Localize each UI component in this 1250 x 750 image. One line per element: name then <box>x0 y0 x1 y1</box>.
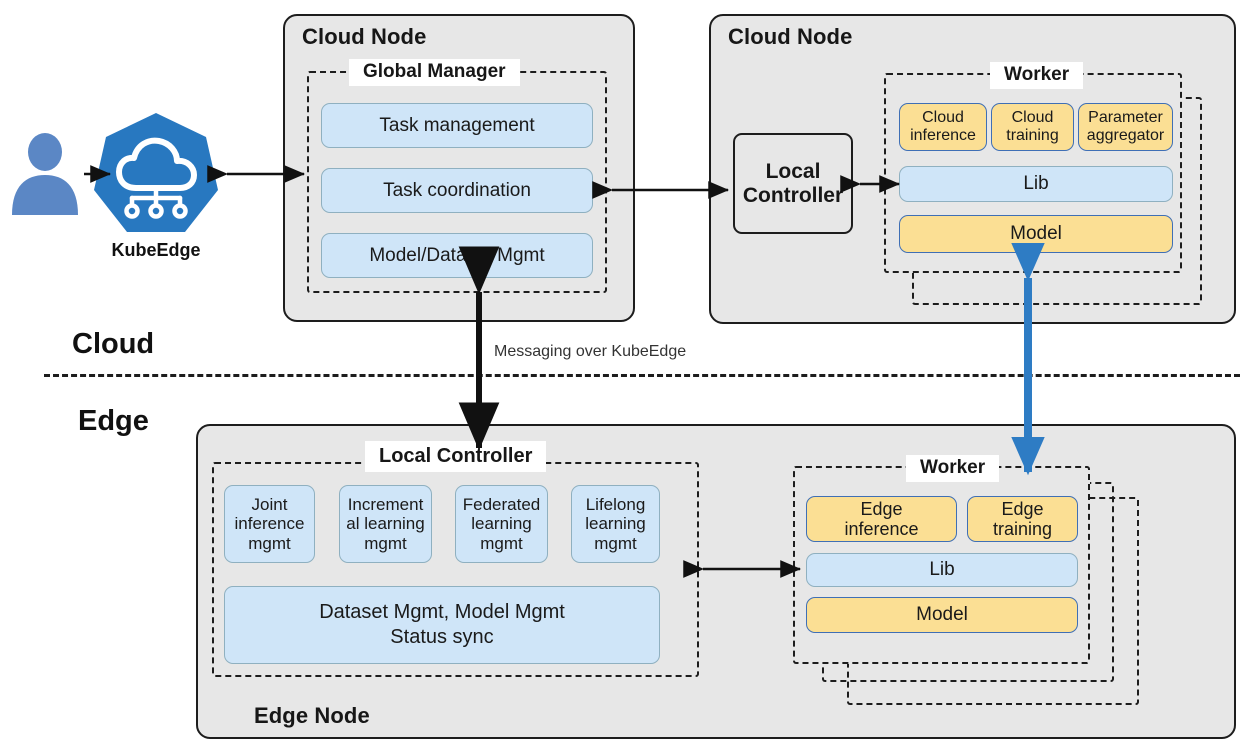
edge-node-title: Edge Node <box>254 703 370 728</box>
dataset-model-line1: Dataset Mgmt, Model Mgmt <box>319 601 565 623</box>
joint-inference-mgmt-box[interactable]: Joint inference mgmt <box>224 485 315 563</box>
messaging-label: Messaging over KubeEdge <box>494 343 687 360</box>
incremental-learning-line1: Increment <box>347 495 424 515</box>
lifelong-learning-line2: learning <box>585 514 646 534</box>
joint-inference-line2: inference <box>234 514 305 534</box>
cloud-training-line1: Cloud <box>1011 109 1054 127</box>
parameter-aggregator-line1: Parameter <box>1088 109 1163 127</box>
incremental-learning-mgmt-box[interactable]: Increment al learning mgmt <box>339 485 432 563</box>
lifelong-learning-mgmt-box[interactable]: Lifelong learning mgmt <box>571 485 660 563</box>
edge-worker-label: Worker <box>906 455 1000 482</box>
cloud-lib-box[interactable]: Lib <box>899 166 1173 202</box>
edge-model-box[interactable]: Model <box>806 597 1078 633</box>
federated-learning-line2: learning <box>471 514 532 534</box>
cloud-local-controller-line2: Controller <box>742 183 844 207</box>
kubeedge-logo-icon <box>92 110 220 238</box>
cloud-inference-line2: inference <box>910 127 976 144</box>
incremental-learning-line2: al learning <box>346 514 425 534</box>
edge-training-box[interactable]: Edge training <box>967 496 1078 542</box>
edge-section-label: Edge <box>78 405 149 437</box>
cloud-training-box[interactable]: Cloud training <box>991 103 1074 151</box>
task-management-box[interactable]: Task management <box>321 103 593 148</box>
dataset-model-status-box[interactable]: Dataset Mgmt, Model Mgmt Status sync <box>224 586 660 664</box>
joint-inference-line1: Joint <box>251 495 288 515</box>
kubeedge-label: KubeEdge <box>111 240 201 260</box>
parameter-aggregator-line2: aggregator <box>1086 127 1165 144</box>
edge-inference-box[interactable]: Edge inference <box>806 496 957 542</box>
cloud-inference-line1: Cloud <box>922 109 964 127</box>
cloud-training-line2: training <box>1006 127 1059 144</box>
cloud-local-controller-line1: Local <box>765 160 821 184</box>
edge-lib-box[interactable]: Lib <box>806 553 1078 587</box>
federated-learning-line3: mgmt <box>480 533 523 553</box>
joint-inference-line3: mgmt <box>248 533 291 553</box>
edge-training-line1: Edge <box>1001 498 1044 519</box>
cloud-edge-divider <box>44 374 1240 377</box>
lifelong-learning-line1: Lifelong <box>585 495 646 515</box>
cloud-worker-label: Worker <box>990 62 1084 89</box>
edge-inference-line1: Edge <box>860 498 903 519</box>
incremental-learning-line3: mgmt <box>364 533 407 553</box>
model-dataset-mgmt-box[interactable]: Model/Dataset Mgmt <box>321 233 593 278</box>
cloud-section-label: Cloud <box>72 328 155 360</box>
edge-training-line2: training <box>992 519 1053 539</box>
parameter-aggregator-box[interactable]: Parameter aggregator <box>1078 103 1173 151</box>
cloud-node-worker-title: Cloud Node <box>728 24 853 49</box>
federated-learning-mgmt-box[interactable]: Federated learning mgmt <box>455 485 548 563</box>
lifelong-learning-line3: mgmt <box>594 533 637 553</box>
edge-local-controller-label: Local Controller <box>365 441 547 472</box>
cloud-node-manager-title: Cloud Node <box>302 24 427 49</box>
cloud-model-box[interactable]: Model <box>899 215 1173 253</box>
cloud-inference-box[interactable]: Cloud inference <box>899 103 987 151</box>
user-icon <box>10 130 80 215</box>
task-coordination-box[interactable]: Task coordination <box>321 168 593 213</box>
federated-learning-line1: Federated <box>462 495 541 515</box>
dataset-model-line2: Status sync <box>390 626 494 648</box>
global-manager-label: Global Manager <box>349 59 520 86</box>
edge-inference-line2: inference <box>844 519 919 539</box>
cloud-local-controller-box[interactable]: Local Controller <box>733 133 853 234</box>
